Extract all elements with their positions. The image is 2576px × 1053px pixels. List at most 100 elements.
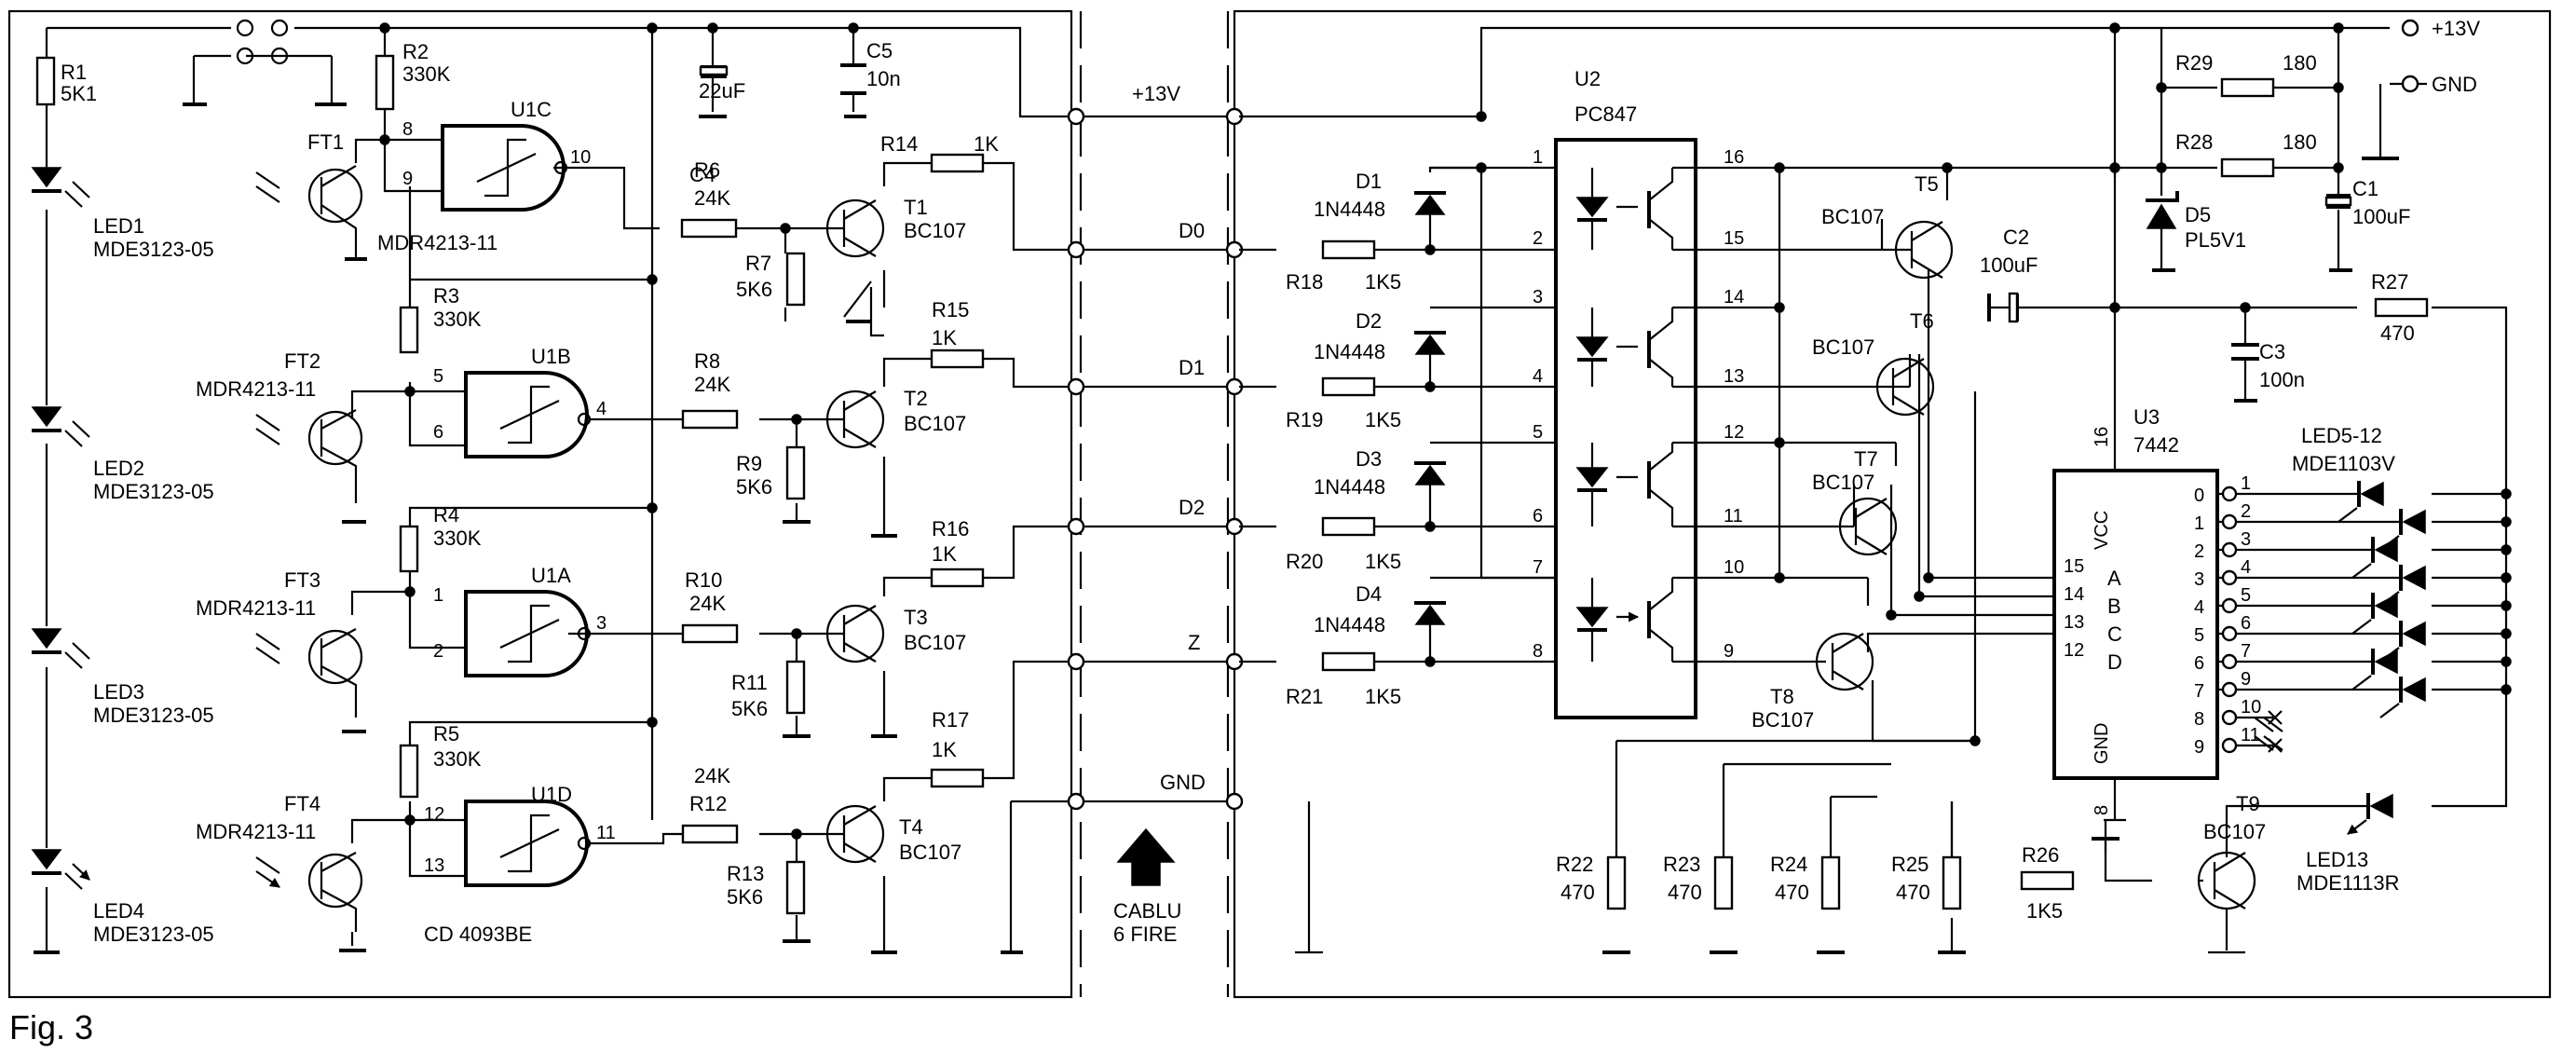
- pin-label: 2: [2194, 541, 2204, 562]
- r10-ref: R10: [685, 568, 722, 592]
- right-capacitors: [1987, 194, 2352, 361]
- led2-ref: LED2: [93, 457, 144, 480]
- pin-label: 14: [1724, 287, 1744, 308]
- cable-caption-line1: CABLU: [1113, 899, 1181, 923]
- c3-ref: C3: [2259, 340, 2285, 363]
- pin-label: 9: [2194, 737, 2204, 758]
- r27-value: 470: [2380, 321, 2415, 345]
- right-grounds: [1602, 157, 2399, 954]
- led5-12-value: MDE1103V: [2292, 452, 2395, 475]
- pin-label: 4: [596, 399, 607, 419]
- c5-ref: C5: [866, 39, 893, 62]
- c5-value: 10n: [866, 67, 901, 90]
- pin-label: 8: [2092, 805, 2112, 815]
- u2-ref: U2: [1574, 67, 1601, 90]
- r12-value: 24K: [694, 764, 730, 787]
- pin-label: 4: [2194, 597, 2204, 618]
- r17-value: 1K: [932, 738, 957, 761]
- arrow-up-icon: [1116, 827, 1176, 886]
- r18-value: 1K5: [1365, 270, 1401, 294]
- r29-value: 180: [2283, 51, 2317, 75]
- t8-value: BC107: [1751, 708, 1814, 732]
- u3-input-b: B: [2107, 595, 2121, 618]
- led3-ref: LED3: [93, 680, 144, 704]
- u1-part-number: CD 4093BE: [424, 923, 532, 946]
- u1b-ref: U1B: [531, 345, 571, 368]
- d1-value: 1N4448: [1314, 198, 1385, 221]
- clamp-diodes: [1414, 168, 2179, 625]
- r9-ref: R9: [736, 452, 762, 475]
- r15-value: 1K: [932, 326, 957, 349]
- pin-label: 7: [2194, 681, 2204, 702]
- u1c-ref: U1C: [511, 98, 552, 121]
- r6-value: 24K: [694, 186, 730, 210]
- r8-ref: R8: [694, 349, 720, 373]
- d3-value: 1N4448: [1314, 475, 1385, 499]
- r26-ref: R26: [2022, 843, 2059, 867]
- d1-ref: D1: [1356, 170, 1382, 193]
- r24-ref: R24: [1770, 853, 1807, 876]
- pin-label: 13: [424, 855, 444, 876]
- pin-label: 1: [433, 585, 443, 606]
- led4-ref: LED4: [93, 899, 144, 923]
- c1-ref: C1: [2352, 177, 2378, 200]
- t9-value: BC107: [2203, 820, 2266, 843]
- pin-label: 8: [402, 119, 413, 140]
- pin-label: 14: [2064, 584, 2084, 605]
- ft4-ref: FT4: [284, 792, 320, 815]
- t7-value: BC107: [1812, 471, 1874, 494]
- pin-label: 6: [2194, 653, 2204, 674]
- pin-label: 5: [2194, 625, 2204, 646]
- pin-label: 8: [2194, 709, 2204, 730]
- output-transistors: [1815, 220, 2256, 910]
- t1-ref: T1: [904, 196, 928, 219]
- r28-value: 180: [2283, 130, 2317, 154]
- left-wiring: [45, 26, 1069, 950]
- r25-value: 470: [1896, 881, 1930, 904]
- r2-value: 330K: [402, 62, 451, 86]
- r19-value: 1K5: [1365, 408, 1401, 431]
- d5-value: PL5V1: [2185, 228, 2246, 252]
- r4-value: 330K: [433, 526, 482, 550]
- left-grounds: [34, 103, 1023, 954]
- u2-optocoupler: [1554, 138, 1697, 719]
- pin-label: 10: [570, 147, 591, 168]
- pin-label: 1: [1533, 147, 1543, 168]
- led2-value: MDE3123-05: [93, 480, 214, 503]
- u3-input-c: C: [2107, 622, 2122, 646]
- d2-ref: D2: [1356, 309, 1382, 333]
- pin-label: 1: [2194, 513, 2204, 534]
- pin-label: 5: [433, 366, 443, 387]
- u3-decoder: [2052, 469, 2219, 822]
- ft2-ref: FT2: [284, 349, 320, 373]
- t4-ref: T4: [899, 815, 923, 839]
- r11-ref: R11: [731, 671, 768, 694]
- pin-label: 2: [433, 641, 443, 662]
- c1-value: 100uF: [2352, 205, 2410, 228]
- pin-label: 16: [2092, 427, 2112, 447]
- r13-value: 5K6: [727, 885, 763, 909]
- r23-ref: R23: [1663, 853, 1700, 876]
- r20-value: 1K5: [1365, 550, 1401, 573]
- d5-ref: D5: [2185, 203, 2211, 226]
- supply-plus13-label: +13V: [2432, 17, 2480, 40]
- r7-value: 5K6: [736, 278, 772, 301]
- ft3-value: MDR4213-11: [196, 596, 316, 620]
- pin-label: 11: [2241, 725, 2260, 745]
- u2-value: PC847: [1574, 103, 1637, 126]
- cable-caption-line2: 6 FIRE: [1113, 923, 1177, 946]
- ft3-ref: FT3: [284, 568, 320, 592]
- t2-value: BC107: [904, 412, 966, 435]
- u3-vcc-label: VCC: [2092, 511, 2112, 550]
- r19-ref: R19: [1286, 408, 1323, 431]
- t9-ref: T9: [2236, 792, 2260, 815]
- r27-ref: R27: [2371, 270, 2408, 294]
- r3-value: 330K: [433, 308, 482, 331]
- c3-value: 100n: [2259, 368, 2305, 391]
- driver-transistors: [825, 198, 885, 864]
- left-board-outline: [7, 9, 1073, 999]
- u3-input-d: D: [2107, 650, 2122, 674]
- pin-label: 5: [2241, 585, 2251, 606]
- r10-value: 24K: [689, 592, 726, 615]
- t3-ref: T3: [904, 606, 928, 629]
